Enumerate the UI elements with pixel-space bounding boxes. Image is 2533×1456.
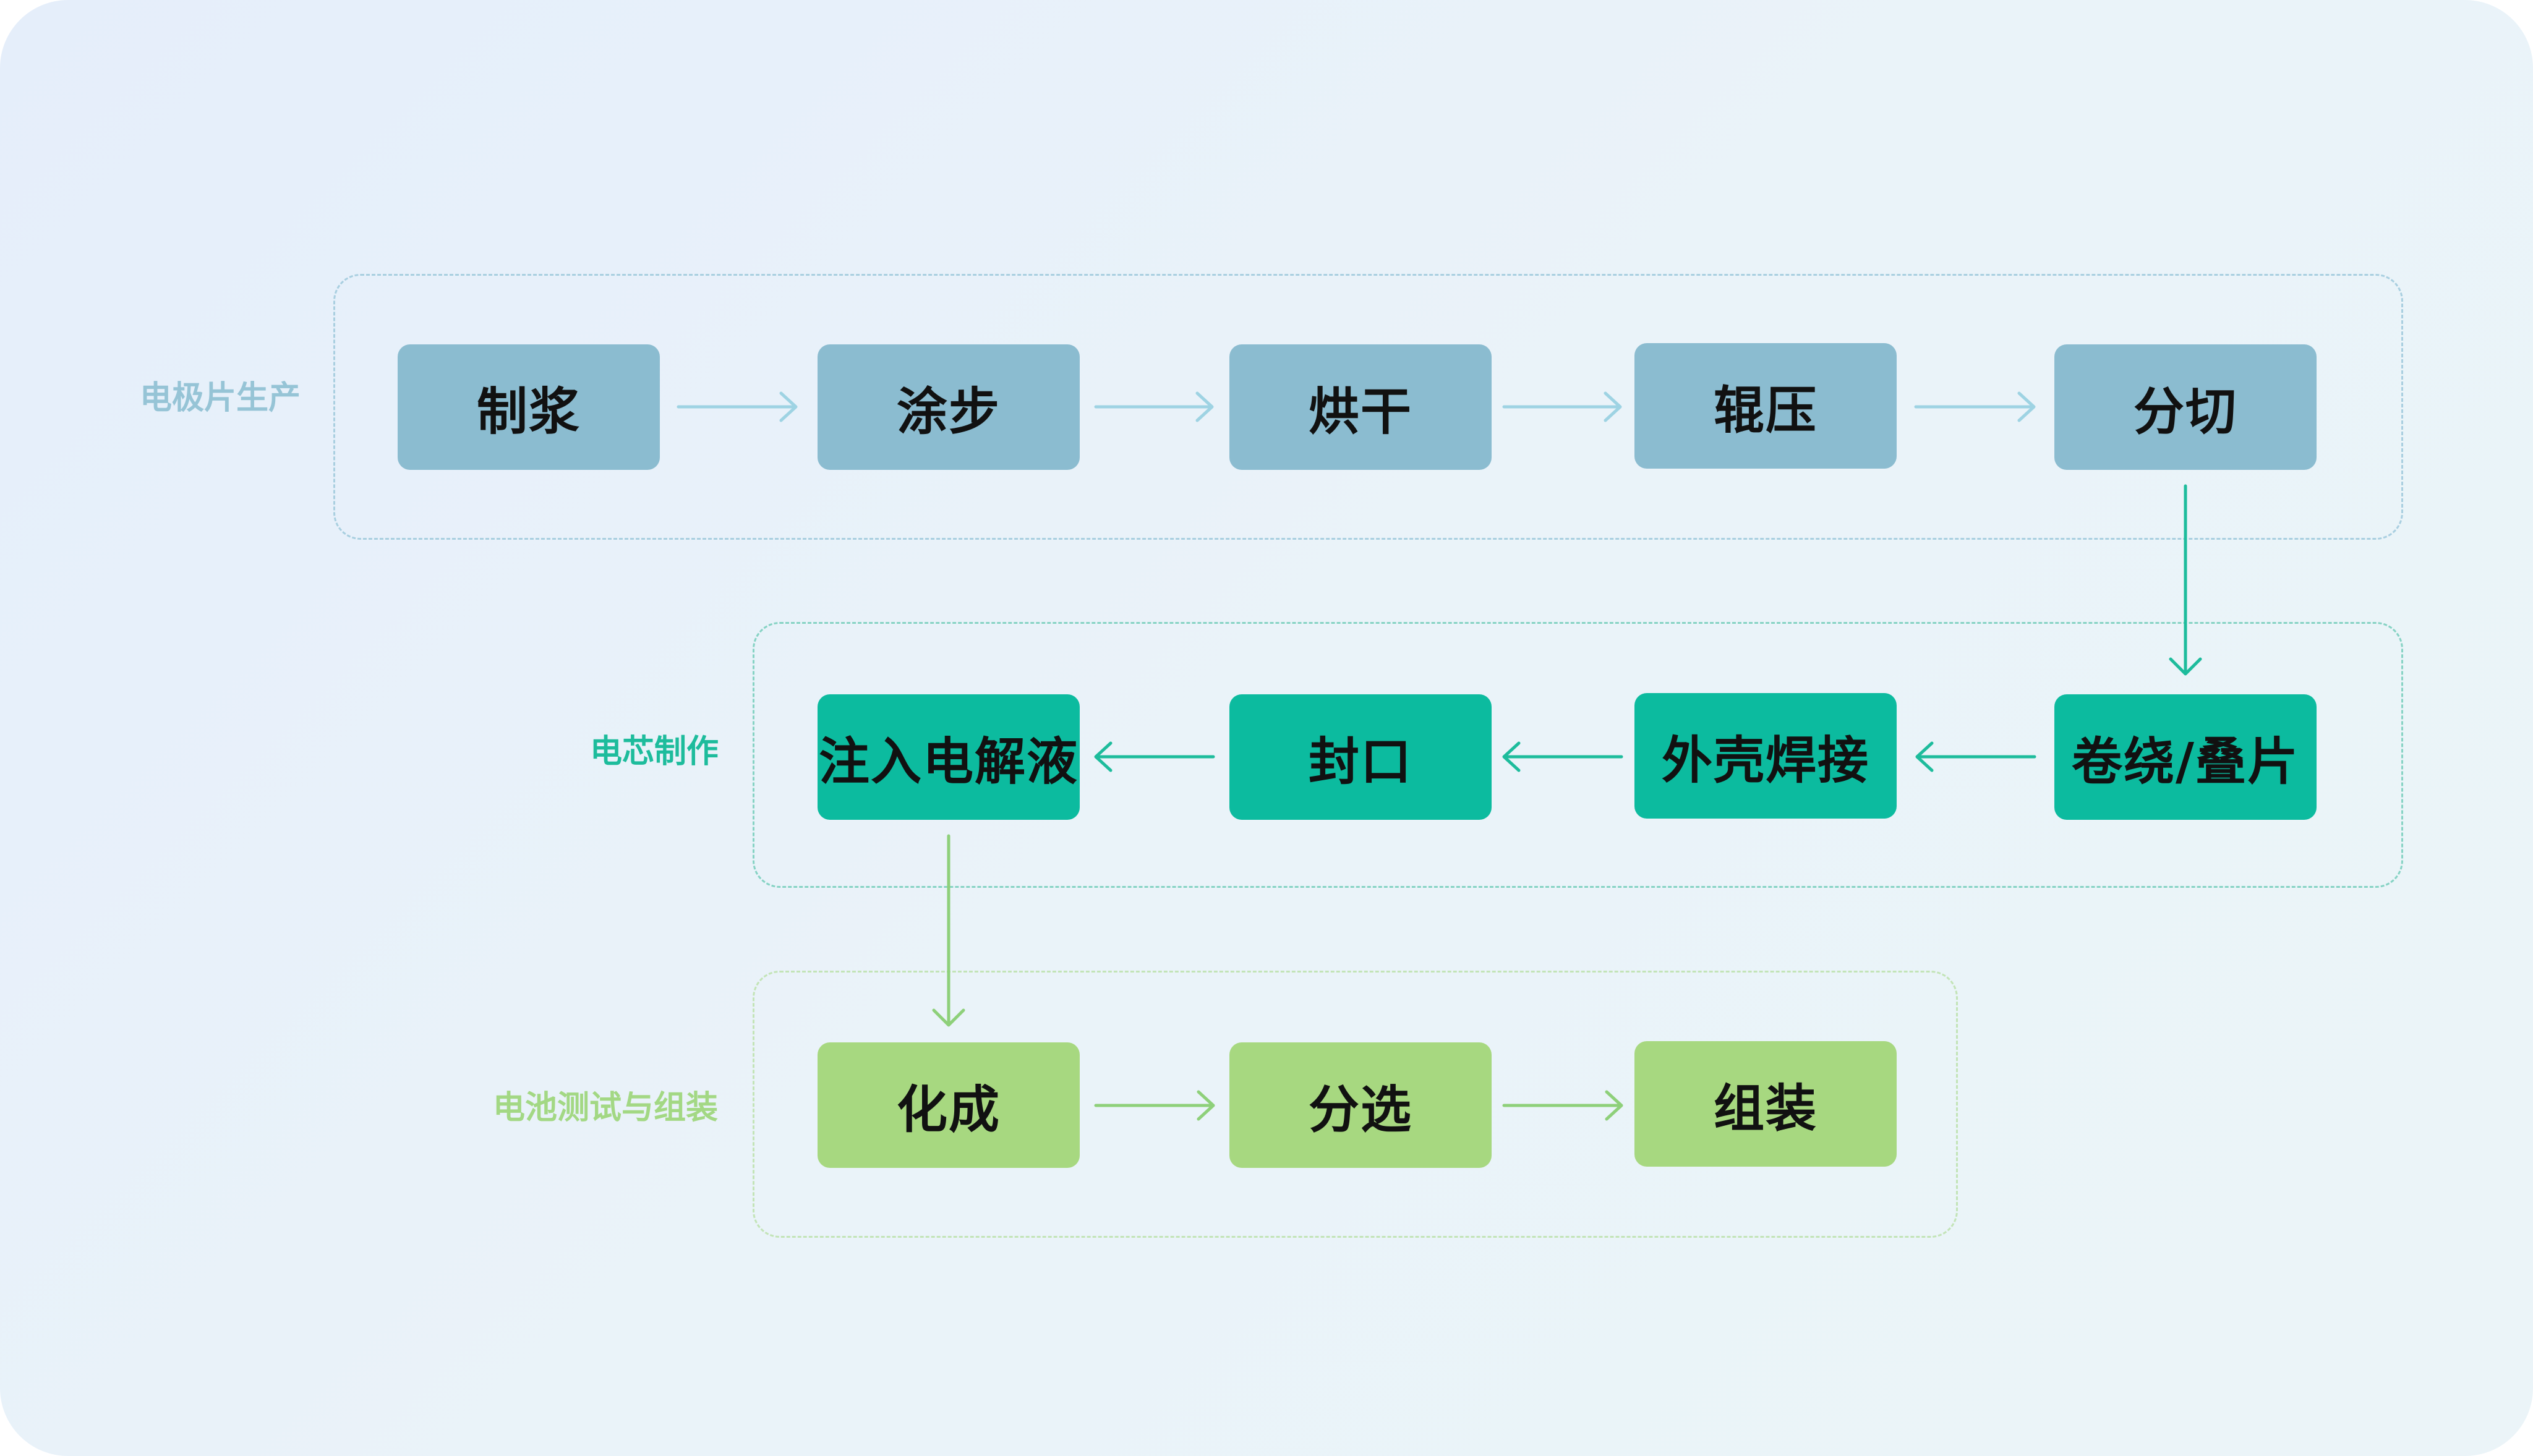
stage-group-testing-assembly <box>753 971 1958 1238</box>
process-node-drying: 烘干 <box>1229 344 1492 470</box>
process-node-formation: 化成 <box>818 1042 1080 1168</box>
process-node-casing-welding: 外壳焊接 <box>1634 693 1897 819</box>
process-node-winding-stacking: 卷绕/叠片 <box>2054 694 2317 820</box>
process-node-coating: 涂步 <box>818 344 1080 470</box>
stage-label-testing-assembly: 电池测试与组装 <box>492 1089 718 1126</box>
stage-label-cell-making: 电芯制作 <box>589 733 719 770</box>
stage-group-cell-making <box>753 622 2403 888</box>
process-node-sorting: 分选 <box>1229 1042 1492 1168</box>
process-node-electrolyte-injection: 注入电解液 <box>818 694 1080 820</box>
process-node-rolling: 辊压 <box>1634 343 1897 469</box>
process-node-assembly: 组装 <box>1634 1041 1897 1167</box>
stage-label-electrode-production: 电极片生产 <box>139 380 301 417</box>
process-node-slitting: 分切 <box>2054 344 2317 470</box>
process-node-slurry: 制浆 <box>398 344 660 470</box>
process-node-sealing: 封口 <box>1229 694 1492 820</box>
stage-group-electrode-production <box>333 274 2403 540</box>
